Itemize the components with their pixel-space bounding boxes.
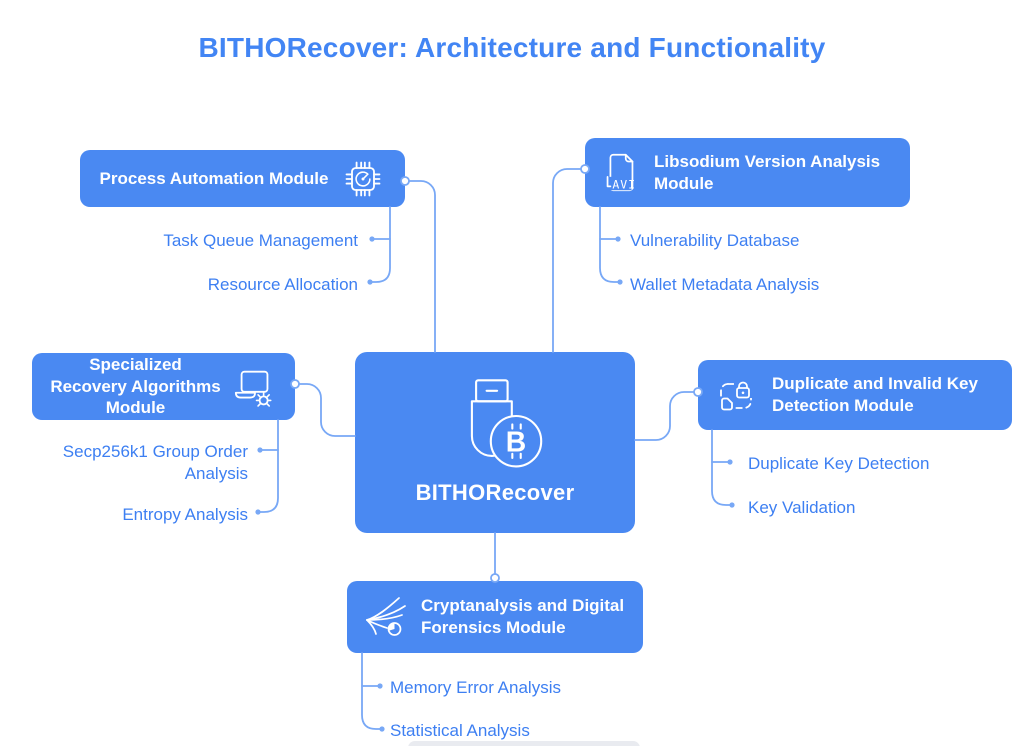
module-label: Cryptanalysis and Digital Forensics Modu…	[421, 596, 625, 637]
module-label: Process Automation Module	[99, 168, 329, 188]
module-duplicate-key-detection: Duplicate and Invalid Key Detection Modu…	[698, 360, 1012, 430]
module-process-automation: Process Automation Module	[80, 150, 405, 207]
wind-clock-icon	[361, 593, 409, 641]
laptop-bug-icon	[232, 364, 278, 410]
subitem-task-queue-management: Task Queue Management	[163, 231, 358, 250]
subitem-memory-error-analysis: Memory Error Analysis	[390, 678, 561, 697]
module-label: Duplicate and Invalid Key Detection Modu…	[772, 374, 978, 415]
subitem-statistical-analysis: Statistical Analysis	[390, 721, 530, 740]
svg-text:B: B	[506, 427, 526, 459]
subitem-entropy-analysis: Entropy Analysis	[122, 505, 248, 524]
module-libsodium-version-analysis: AVI Libsodium Version Analysis Module	[585, 138, 910, 207]
central-node-label: BITHORecover	[415, 479, 575, 505]
svg-text:AVI: AVI	[612, 177, 636, 191]
lock-scan-icon	[712, 371, 760, 419]
subitem-key-validation: Key Validation	[748, 498, 856, 517]
subitem-vulnerability-database: Vulnerability Database	[630, 231, 800, 250]
module-label: Specialized Recovery Algorithms Module	[50, 354, 221, 418]
central-node-bithorecover: B BITHORecover	[355, 352, 635, 533]
subitem-wallet-metadata-analysis: Wallet Metadata Analysis	[630, 275, 820, 294]
subitem-resource-allocation: Resource Allocation	[207, 275, 358, 294]
chip-gauge-icon	[341, 157, 385, 201]
usb-bitcoin-icon: B	[432, 378, 558, 475]
avi-file-icon: AVI	[597, 150, 643, 196]
subitem-secp256k1-group-order-analysis: Secp256k1 Group Order Analysis	[62, 442, 248, 484]
module-label: Libsodium Version Analysis Module	[654, 151, 881, 193]
page-title: BITHORecover: Architecture and Functiona…	[198, 32, 826, 63]
cropped-bottom-element	[408, 741, 640, 746]
module-specialized-recovery: Specialized Recovery Algorithms Module	[32, 353, 295, 420]
module-cryptanalysis-forensics: Cryptanalysis and Digital Forensics Modu…	[347, 581, 643, 653]
subitem-duplicate-key-detection: Duplicate Key Detection	[748, 454, 930, 473]
